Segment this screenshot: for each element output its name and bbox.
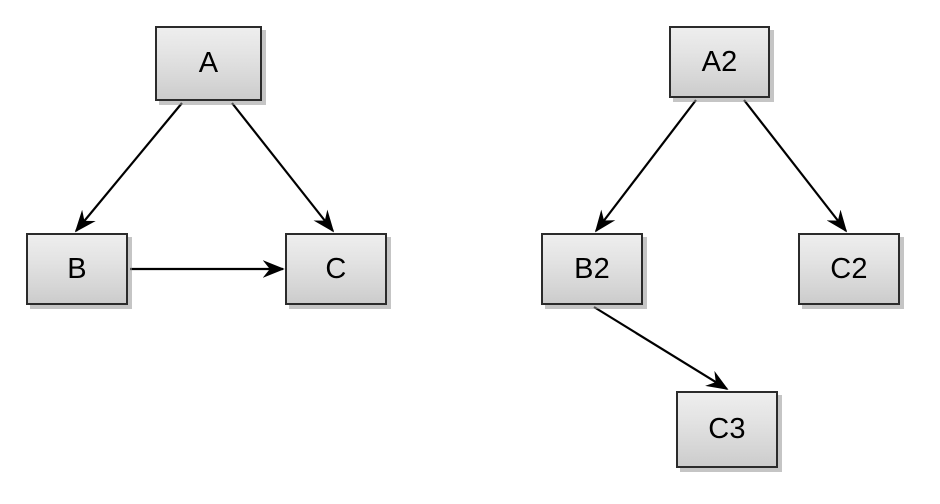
node-c2[interactable]: C2 xyxy=(798,233,900,305)
edge-b2-c3[interactable] xyxy=(593,306,729,390)
node-label: C xyxy=(325,252,347,285)
node-label: A xyxy=(198,47,219,79)
node-c3[interactable]: C3 xyxy=(676,391,778,468)
edge-a-c[interactable] xyxy=(231,102,335,233)
node-a2[interactable]: A2 xyxy=(669,26,770,98)
node-label: A2 xyxy=(701,45,738,78)
edge-a2-b2[interactable] xyxy=(594,99,697,233)
edge-a2-c2[interactable] xyxy=(743,99,848,233)
node-b[interactable]: B xyxy=(26,233,128,305)
node-label: B xyxy=(67,252,87,285)
edges-group xyxy=(74,99,848,390)
node-label: C3 xyxy=(708,413,746,445)
node-a[interactable]: A xyxy=(155,26,262,101)
node-label: C2 xyxy=(830,252,868,285)
edge-a-b[interactable] xyxy=(74,102,183,233)
node-b2[interactable]: B2 xyxy=(541,233,643,305)
node-label: B2 xyxy=(574,252,610,285)
node-c[interactable]: C xyxy=(285,233,387,305)
